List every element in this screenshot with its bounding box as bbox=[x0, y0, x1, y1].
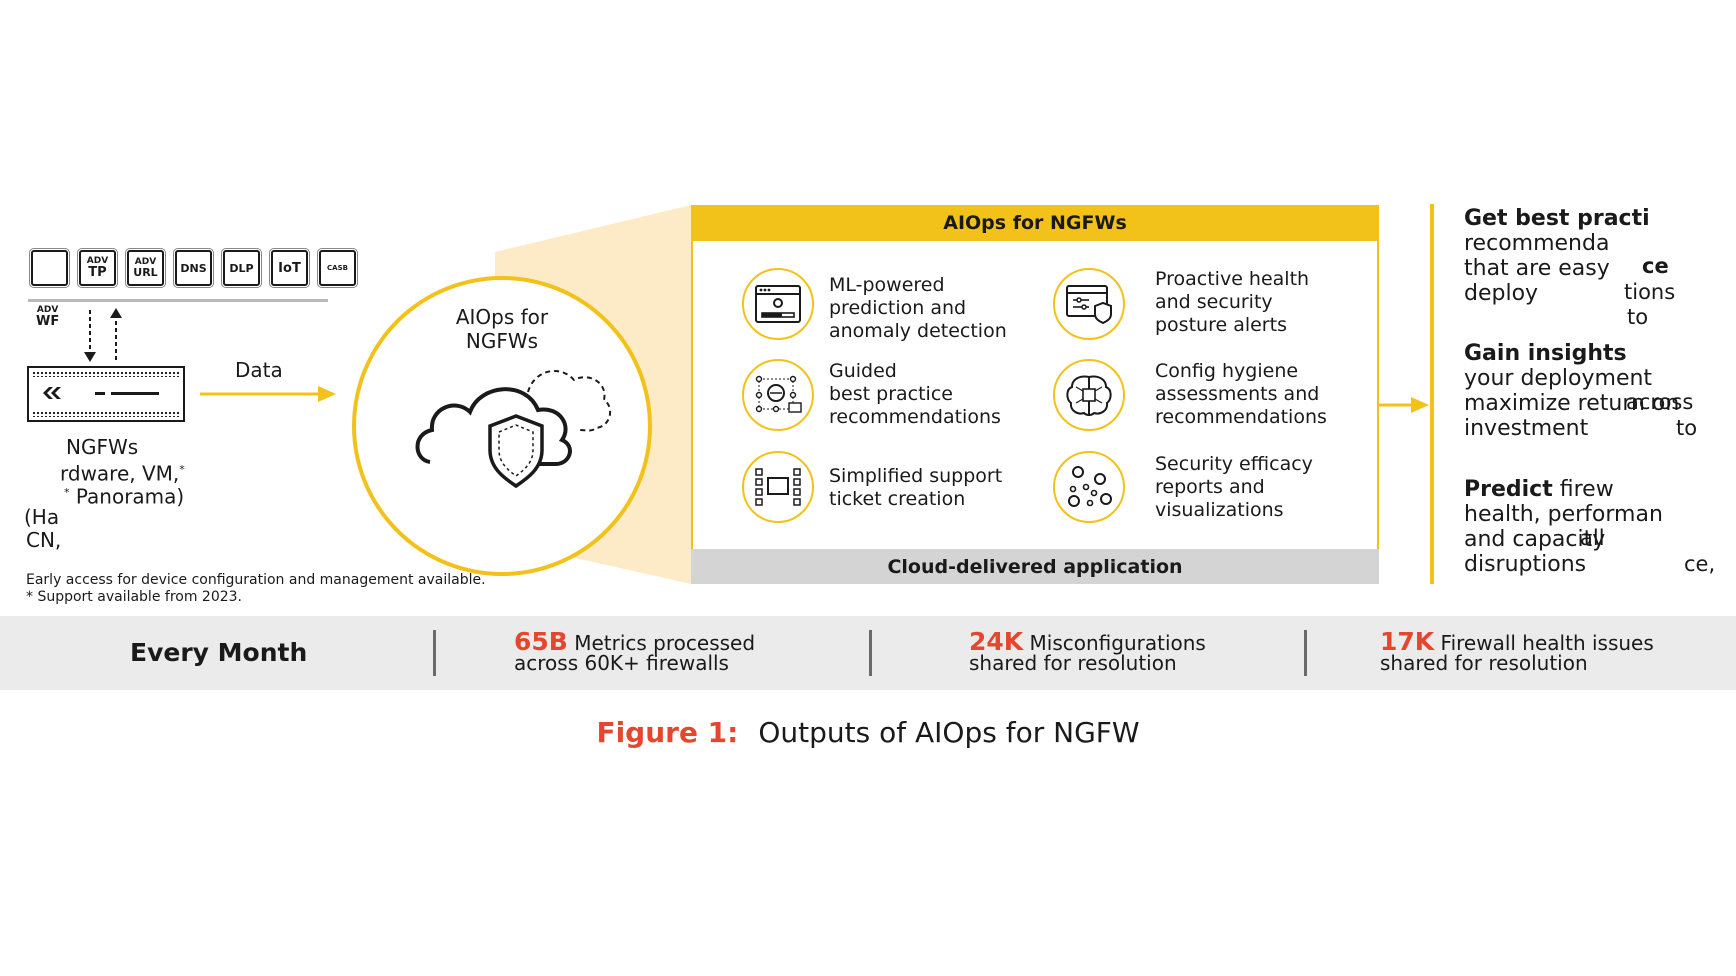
subscription-prefix: ADV bbox=[134, 257, 157, 267]
subscription-dns: DNS bbox=[173, 248, 214, 288]
brain-chip-icon bbox=[1053, 359, 1125, 431]
subscription-list: ADV TP ADV URL DNS DLP IoT CASB bbox=[29, 248, 358, 288]
subscription-prefix: ADV bbox=[86, 256, 109, 266]
stat-health-issues: 17K Firewall health issues shared for re… bbox=[1380, 627, 1654, 675]
outcome-arrow-icon bbox=[1379, 397, 1429, 413]
ticket-board-icon bbox=[742, 451, 814, 523]
outcome-fragment: ce bbox=[1642, 254, 1669, 278]
device-caption-4: (Ha bbox=[24, 505, 60, 529]
data-arrow-icon bbox=[200, 386, 336, 402]
scatter-dots-icon bbox=[1053, 451, 1125, 523]
subscription-casb: CASB bbox=[317, 248, 358, 288]
outcome-best-practice: Get best practi recommenda that are easy… bbox=[1464, 206, 1650, 306]
browser-window-icon bbox=[742, 268, 814, 340]
stat-metrics: 65B Metrics processed across 60K+ firewa… bbox=[514, 627, 756, 675]
stats-separator bbox=[869, 630, 872, 676]
stat-misconfigurations: 24K Misconfigurations shared for resolut… bbox=[969, 627, 1206, 675]
network-nodes-icon bbox=[742, 359, 814, 431]
device-caption-3: * Panorama) bbox=[64, 484, 185, 509]
circle-title-line-1: AIOps for bbox=[455, 305, 549, 329]
stat-number: 17K bbox=[1380, 627, 1435, 656]
outcomes-divider bbox=[1430, 204, 1434, 584]
outcome-fragment: ce, bbox=[1684, 552, 1716, 576]
outcome-insights: Gain insights your deployment maximize r… bbox=[1464, 341, 1680, 441]
panel-footer: Cloud-delivered application bbox=[691, 549, 1379, 584]
stat-number: 65B bbox=[514, 627, 568, 656]
stats-separator bbox=[1304, 630, 1307, 676]
subscription-iot: IoT bbox=[269, 248, 310, 288]
vendor-logo-icon bbox=[43, 387, 61, 399]
subscription-blank bbox=[29, 248, 70, 288]
outcome-fragment: to bbox=[1676, 416, 1698, 440]
outcome-fragment: all bbox=[1580, 526, 1605, 550]
stats-period-label: Every Month bbox=[130, 638, 308, 667]
outcome-fragment: to bbox=[1627, 305, 1649, 329]
adv-wf-text: WF bbox=[36, 314, 60, 329]
subscription-label: TP bbox=[88, 265, 107, 280]
footnote-support: * Support available from 2023. bbox=[26, 589, 242, 605]
exchange-arrows-icon bbox=[84, 308, 122, 362]
subscription-label: DLP bbox=[229, 261, 254, 275]
cloud-shield-icon bbox=[415, 370, 612, 489]
footnote-early-access: Early access for device configuration an… bbox=[26, 572, 486, 588]
device-caption-5: CN, bbox=[26, 528, 62, 552]
subscription-label: IoT bbox=[278, 260, 301, 276]
adv-wf-prefix: ADV bbox=[36, 305, 59, 315]
circle-title-line-2: NGFWs bbox=[465, 329, 539, 353]
figure-caption-text: Outputs of AIOps for NGFW bbox=[758, 716, 1140, 749]
circle-title: AIOps for NGFWs bbox=[352, 305, 652, 353]
figure-caption-label: Figure 1: bbox=[596, 716, 739, 749]
outcome-fragment: tions bbox=[1624, 280, 1676, 304]
device-caption-2: rdware, VM,* bbox=[60, 461, 185, 486]
outcome-predict: Predict firew health, performan and capa… bbox=[1464, 477, 1663, 577]
subscription-divider bbox=[28, 299, 328, 302]
subscription-dlp: DLP bbox=[221, 248, 262, 288]
stat-number: 24K bbox=[969, 627, 1024, 656]
data-flow-label: Data bbox=[235, 358, 283, 382]
subscription-label: CASB bbox=[327, 263, 348, 272]
adv-wf-label: ADV WF bbox=[36, 305, 60, 329]
outcome-fragment: across bbox=[1626, 390, 1694, 414]
panel-header: AIOps for NGFWs bbox=[691, 205, 1379, 241]
stats-separator bbox=[433, 630, 436, 676]
subscription-adv-url: ADV URL bbox=[125, 248, 166, 288]
subscription-label: URL bbox=[133, 266, 158, 279]
figure-caption: Figure 1: Outputs of AIOps for NGFW bbox=[0, 716, 1736, 749]
device-caption-1: NGFWs bbox=[66, 435, 139, 459]
firewall-device bbox=[27, 366, 185, 422]
subscription-label: DNS bbox=[180, 261, 207, 275]
stats-bar bbox=[0, 616, 1736, 690]
health-dashboard-icon bbox=[1053, 268, 1125, 340]
subscription-adv-tp: ADV TP bbox=[77, 248, 118, 288]
